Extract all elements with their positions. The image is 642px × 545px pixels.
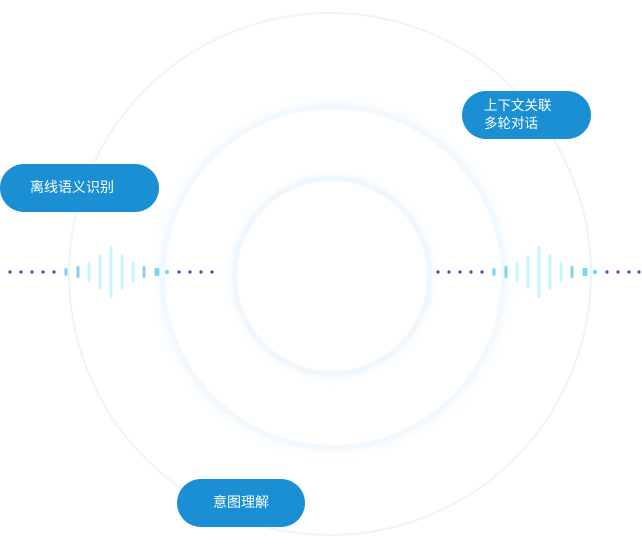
- inner-ring: [232, 176, 432, 376]
- wave-bar: [537, 246, 541, 298]
- wave-bar: [98, 255, 102, 289]
- wave-bar: [76, 266, 80, 278]
- wave-bar: [131, 262, 135, 282]
- wave-dot: [637, 270, 641, 274]
- wave-dot: [52, 270, 56, 274]
- offline-semantic-recognition-label: 离线语义识别: [30, 180, 114, 196]
- wave-bar: [582, 268, 588, 276]
- wave-dot: [19, 270, 23, 274]
- wave-dot: [605, 270, 609, 274]
- outer-ring: [68, 12, 592, 536]
- left-soundwave-icon: [8, 246, 214, 298]
- wave-bar: [492, 268, 496, 276]
- wave-bar: [154, 268, 160, 276]
- right-soundwave-icon: [436, 246, 641, 298]
- context-multiturn-badge: 上下文关联 多轮对话: [462, 91, 591, 139]
- wave-dot: [210, 270, 214, 274]
- context-association-label: 上下文关联: [484, 98, 552, 114]
- wave-dot: [8, 270, 12, 274]
- wave-bar: [526, 255, 530, 289]
- wave-bar: [64, 268, 68, 276]
- multiturn-dialog-label: 多轮对话: [484, 116, 538, 132]
- wave-bar: [120, 254, 124, 290]
- wave-bar: [504, 266, 508, 278]
- wave-bar: [142, 266, 146, 278]
- intent-understanding-label: 意图理解: [213, 495, 269, 511]
- wave-dot: [616, 270, 620, 274]
- wave-dot: [164, 269, 170, 275]
- wave-dot: [480, 270, 484, 274]
- wave-bar: [87, 262, 91, 282]
- wave-dot: [627, 270, 631, 274]
- wave-dot: [436, 270, 440, 274]
- wave-dot: [188, 270, 192, 274]
- wave-dot: [447, 270, 451, 274]
- wave-dot: [30, 270, 34, 274]
- wave-bar: [570, 266, 574, 278]
- wave-bar: [548, 254, 552, 290]
- wave-dot: [199, 270, 203, 274]
- offline-semantic-recognition-badge: 离线语义识别: [0, 164, 159, 212]
- middle-ring: [160, 104, 506, 450]
- wave-bar: [559, 262, 563, 282]
- wave-dot: [177, 270, 181, 274]
- wave-bar: [109, 246, 113, 298]
- intent-understanding-badge: 意图理解: [177, 479, 305, 527]
- wave-dot: [469, 270, 473, 274]
- wave-dot: [41, 270, 45, 274]
- wave-bar: [515, 262, 519, 282]
- wave-dot: [458, 270, 462, 274]
- wave-dot: [592, 269, 598, 275]
